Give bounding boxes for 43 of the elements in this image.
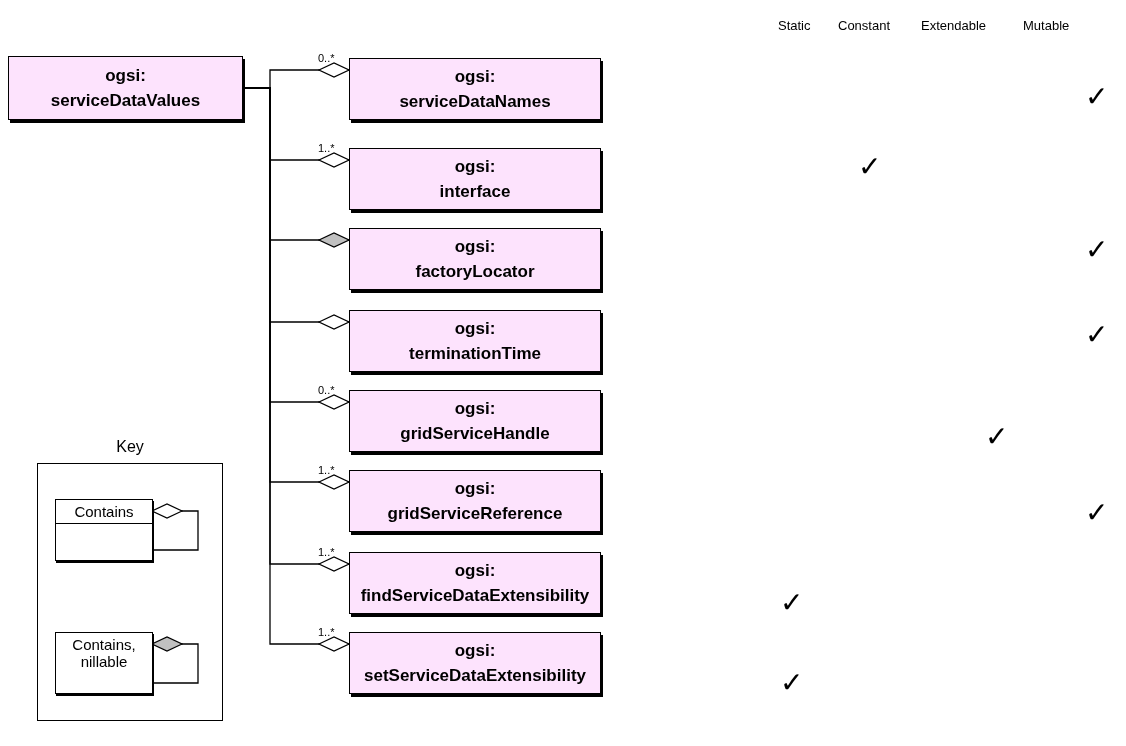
class-name: ogsi: serviceDataNames [399,66,551,113]
key-class-box [55,499,153,561]
class-name: ogsi: gridServiceReference [387,478,563,525]
key-class-box [55,632,153,694]
multiplicity-label: 1..* [318,626,335,638]
key-heading: Key [115,438,145,456]
check-mark: ✓ [780,586,803,619]
class-box [349,148,601,210]
class-name: ogsi: interface [439,156,511,203]
check-mark: ✓ [1085,318,1108,351]
check-mark: ✓ [1085,233,1108,266]
aggregation-connector [151,503,199,551]
class-name: ogsi: setServiceDataExtensibility [363,640,586,687]
class-name: Contains [73,502,135,522]
check-mark: ✓ [1085,80,1108,113]
check-mark: ✓ [858,150,881,183]
class-name: ogsi: findServiceDataExtensibility [360,560,590,607]
multiplicity-label: 0..* [318,384,335,396]
multiplicity-label: 1..* [318,464,335,476]
class-box [349,470,601,532]
class-box [349,632,601,694]
aggregation-connector-nillable [151,636,199,684]
class-name: ogsi: gridServiceHandle [400,398,550,445]
class-box [349,228,601,290]
multiplicity-label: 1..* [318,142,335,154]
class-box [349,552,601,614]
check-mark: ✓ [1085,496,1108,529]
class-box [349,390,601,452]
class-box [349,58,601,120]
class-name: ogsi: factoryLocator [415,236,535,283]
multiplicity-label: 1..* [318,546,335,558]
class-box [349,310,601,372]
class-name: Contains, nillable [71,635,137,672]
check-mark: ✓ [985,420,1008,453]
check-mark: ✓ [780,666,803,699]
column-header: Extendable [921,18,987,33]
column-header: Mutable [1023,18,1070,33]
class-name: ogsi: terminationTime [409,318,541,365]
multiplicity-label: 0..* [318,52,335,64]
column-header: Static [778,18,811,33]
class-name: ogsi: serviceDataValues [50,65,201,112]
class-box [8,56,243,120]
column-header: Constant [838,18,891,33]
